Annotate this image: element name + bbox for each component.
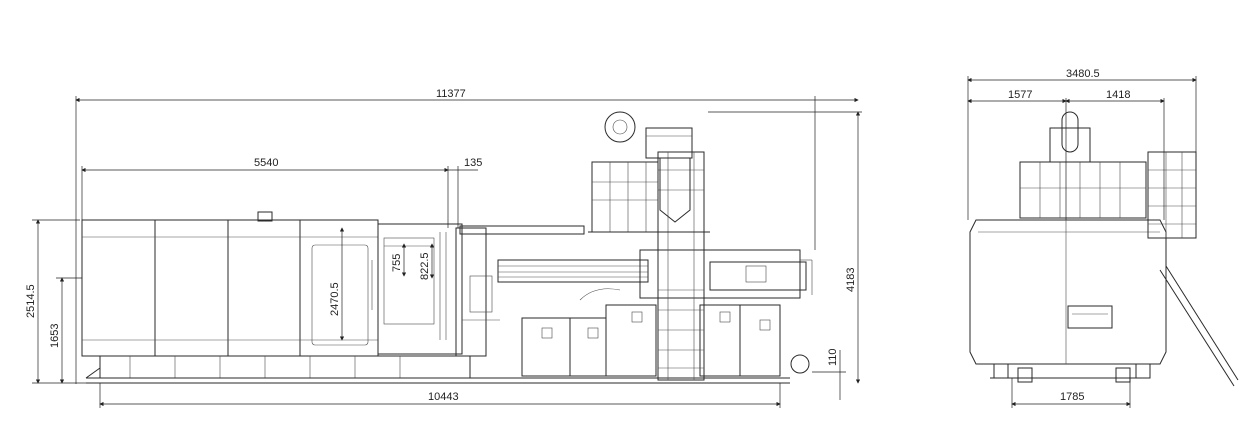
dim-centre-height: 1653 [49,324,61,348]
end-view-dimensions: 3480.5 1577 1418 1785 [967,68,1197,408]
dim-mould-height-a: 755 [391,254,403,272]
end-body [969,219,1239,387]
dim-right-width: 1418 [1106,89,1130,101]
dim-clamp-length: 5540 [254,157,278,169]
injection-barrel [639,249,813,299]
dim-height-left: 2514.5 [25,284,37,318]
dim-base-length: 10443 [428,391,459,403]
machine-base [85,355,790,384]
dim-clamp-offset: 135 [464,157,482,169]
fixed-platen [377,223,500,357]
dim-foot-spacing: 1785 [1060,391,1084,403]
side-view-dimensions: 11377 5540 135 755 822.5 2470.5 2514.5 [25,88,862,408]
dim-overall-height: 4183 [845,268,857,292]
dim-foot-height: 110 [827,348,839,366]
injection-cabinets [521,304,810,377]
side-view: 11377 5540 135 755 822.5 2470.5 2514.5 [25,88,862,408]
dim-mould-height-b: 822.5 [419,252,431,280]
dim-overall-length: 11377 [436,88,466,100]
dim-platen-height: 2470.5 [329,282,341,316]
dim-left-width: 1577 [1008,89,1032,101]
injection-rail [459,225,649,301]
end-top-frame [1019,111,1197,239]
end-view: 3480.5 1577 1418 1785 [967,68,1239,408]
platform-ladder [588,111,710,381]
dim-overall-width: 3480.5 [1066,68,1100,80]
